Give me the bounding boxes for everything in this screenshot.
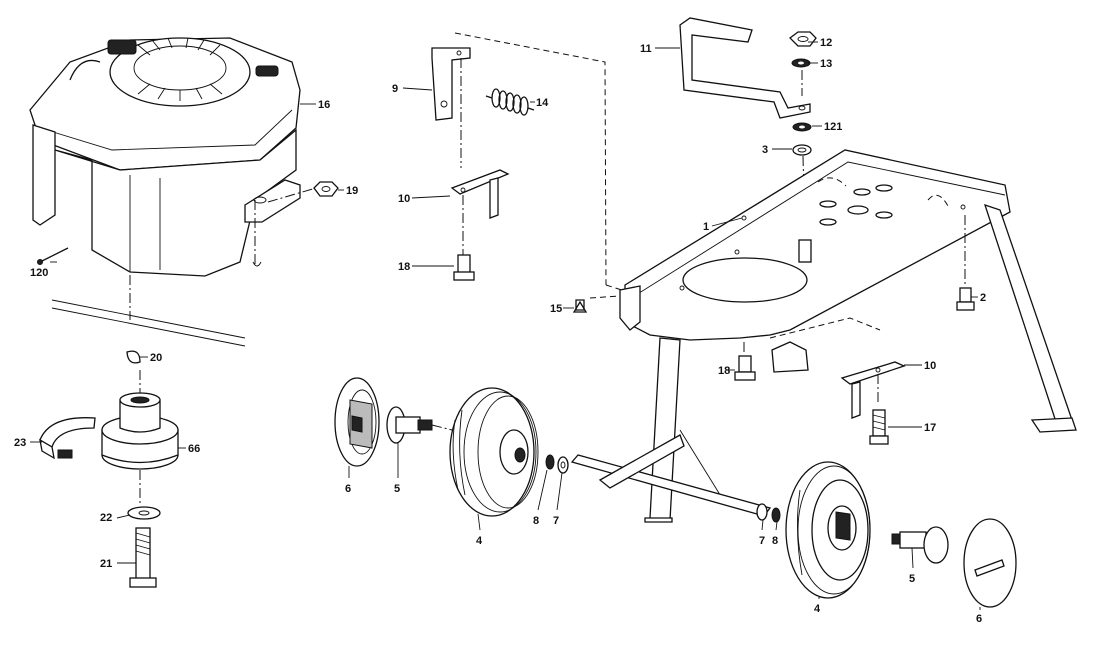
label-3: 3 (762, 144, 768, 156)
spring-14 (485, 88, 535, 116)
hubcap-6-left (334, 377, 380, 467)
screw-2 (956, 215, 975, 311)
label-5-right: 5 (909, 573, 915, 585)
label-5-left: 5 (394, 483, 400, 495)
hubcap-6-right (963, 518, 1017, 608)
frame-1 (570, 149, 1077, 523)
belt-guard-23 (39, 417, 96, 460)
pulley-66 (101, 392, 179, 470)
label-7-left: 7 (553, 515, 559, 527)
label-23: 23 (14, 437, 26, 449)
label-22: 22 (100, 512, 112, 524)
label-10-lower: 10 (924, 360, 936, 372)
screw-17 (869, 409, 889, 445)
label-18-upper: 18 (398, 261, 410, 273)
label-6-right: 6 (976, 613, 982, 625)
label-120: 120 (30, 267, 48, 279)
label-8-left: 8 (533, 515, 539, 527)
washer-121 (792, 122, 812, 132)
label-20: 20 (150, 352, 162, 364)
label-4-right: 4 (814, 603, 821, 615)
nut-12 (789, 31, 817, 47)
pin-15 (572, 299, 588, 313)
label-9: 9 (392, 83, 398, 95)
label-8-right: 8 (772, 535, 778, 547)
label-7-right: 7 (759, 535, 765, 547)
label-21: 21 (100, 558, 112, 570)
label-66: 66 (188, 443, 200, 455)
washer-8-left (545, 454, 555, 470)
washer-7-left (557, 456, 569, 474)
wheel-4-right (785, 461, 871, 599)
label-121: 121 (824, 121, 842, 133)
leader-lines (30, 41, 981, 610)
engine-assembly (29, 37, 301, 277)
engine-nut-19 (267, 181, 339, 203)
axle-bolt-5-right (891, 526, 949, 564)
label-16: 16 (318, 99, 330, 111)
label-6-left: 6 (345, 483, 351, 495)
label-4-left: 4 (476, 535, 483, 547)
label-10-upper: 10 (398, 193, 410, 205)
plate-10-upper (450, 169, 510, 219)
label-17: 17 (924, 422, 936, 434)
label-14: 14 (536, 97, 549, 109)
label-19: 19 (346, 185, 358, 197)
wheel-4-left (449, 387, 539, 517)
axle-bolt-5-left (386, 406, 433, 444)
woodruff-key-20 (126, 350, 141, 364)
label-2: 2 (980, 292, 986, 304)
washer-8-right (771, 507, 781, 523)
screw-18-upper (453, 254, 475, 281)
washer-7-right (756, 503, 768, 521)
bolt-21 (129, 527, 157, 588)
label-15: 15 (550, 303, 562, 315)
bracket-9 (431, 47, 471, 121)
handle-bracket-11 (679, 17, 811, 119)
washer-13 (791, 58, 811, 68)
label-11: 11 (640, 43, 652, 55)
label-12: 12 (820, 37, 832, 49)
plate-10-lower (840, 361, 906, 419)
label-18-lower: 18 (718, 365, 730, 377)
screw-18-lower (734, 342, 756, 381)
washer-22 (127, 506, 161, 520)
spacer-3 (792, 144, 812, 156)
label-1: 1 (703, 221, 709, 233)
part-labels: 16 19 120 20 66 23 22 21 9 14 10 18 11 1… (14, 37, 986, 625)
label-13: 13 (820, 58, 832, 70)
